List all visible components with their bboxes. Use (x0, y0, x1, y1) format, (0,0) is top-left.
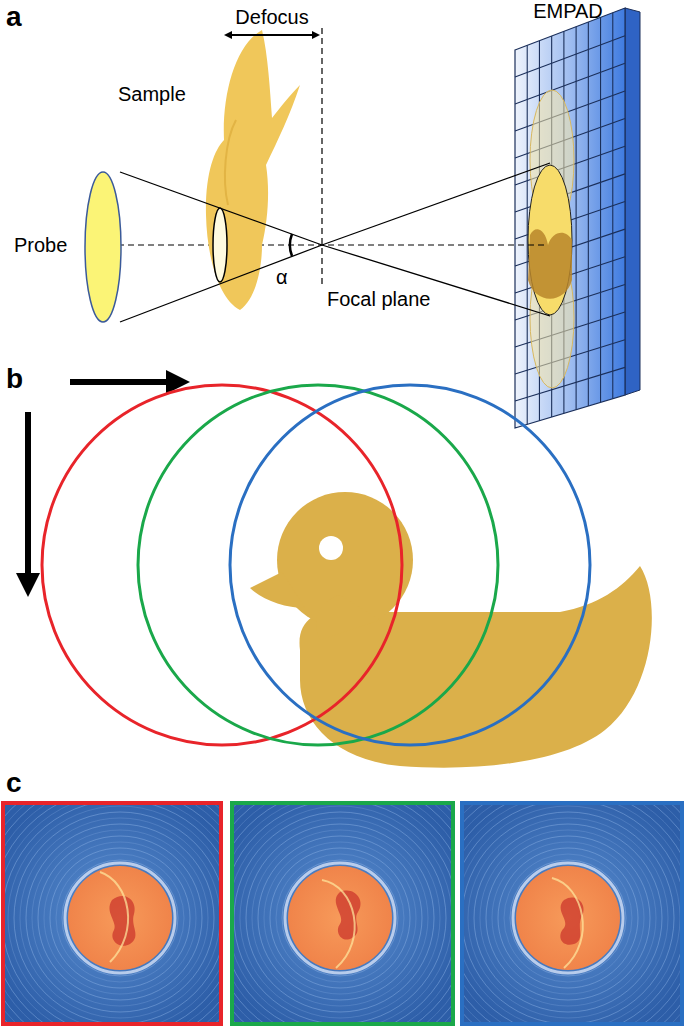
angle-symbol: α (276, 266, 288, 288)
scan-arrow (70, 379, 178, 385)
sample-shadow (528, 229, 572, 298)
diffraction-spot (528, 165, 572, 315)
defocus-arrow (228, 34, 316, 36)
beam-edge (322, 245, 550, 316)
diffraction-pattern (4, 804, 220, 1023)
panel-b-scan (28, 382, 652, 768)
panel-a-optics (85, 8, 640, 428)
frame-red (3, 803, 221, 1024)
label-holder: Probe (14, 234, 67, 256)
sample (206, 30, 300, 310)
probe-position (230, 385, 590, 745)
part-label: Probe (14, 234, 67, 256)
probe-disk (85, 172, 121, 322)
label-holder: Focal plane (327, 288, 430, 310)
detector-face (515, 8, 625, 428)
label-holder: Sample (118, 83, 186, 105)
scan-arrow (25, 412, 31, 585)
duck-object (250, 492, 652, 768)
part-label: Focal plane (327, 288, 430, 310)
panel-letter: c (6, 767, 22, 798)
part-label: Sample (118, 83, 186, 105)
diffraction-pattern (233, 804, 452, 1023)
panel-letter: a (6, 1, 22, 32)
beam-section (213, 208, 227, 282)
detector-grid (515, 13, 625, 425)
dimension-label: Defocus (235, 6, 308, 28)
label-holder: EMPAD (533, 0, 603, 22)
diffraction-pattern (463, 804, 681, 1023)
frame-blue (462, 803, 682, 1024)
label-holder: c (6, 768, 22, 799)
label-holder: Defocus (235, 6, 308, 28)
optical-axis (88, 245, 545, 246)
label-holder: a (6, 2, 22, 33)
focal-plane-line (321, 28, 322, 285)
part-label: EMPAD (533, 0, 603, 22)
beam-edge (322, 163, 550, 245)
probe-position (42, 385, 402, 745)
label-holder: α (276, 266, 288, 288)
angle-arc (290, 234, 292, 256)
panel-c-patterns (0, 764, 685, 1029)
probe-position (138, 385, 498, 745)
panel-letter: b (6, 363, 23, 394)
label-holder: b (6, 364, 23, 395)
detector-side (625, 8, 640, 395)
frame-green (232, 803, 453, 1024)
